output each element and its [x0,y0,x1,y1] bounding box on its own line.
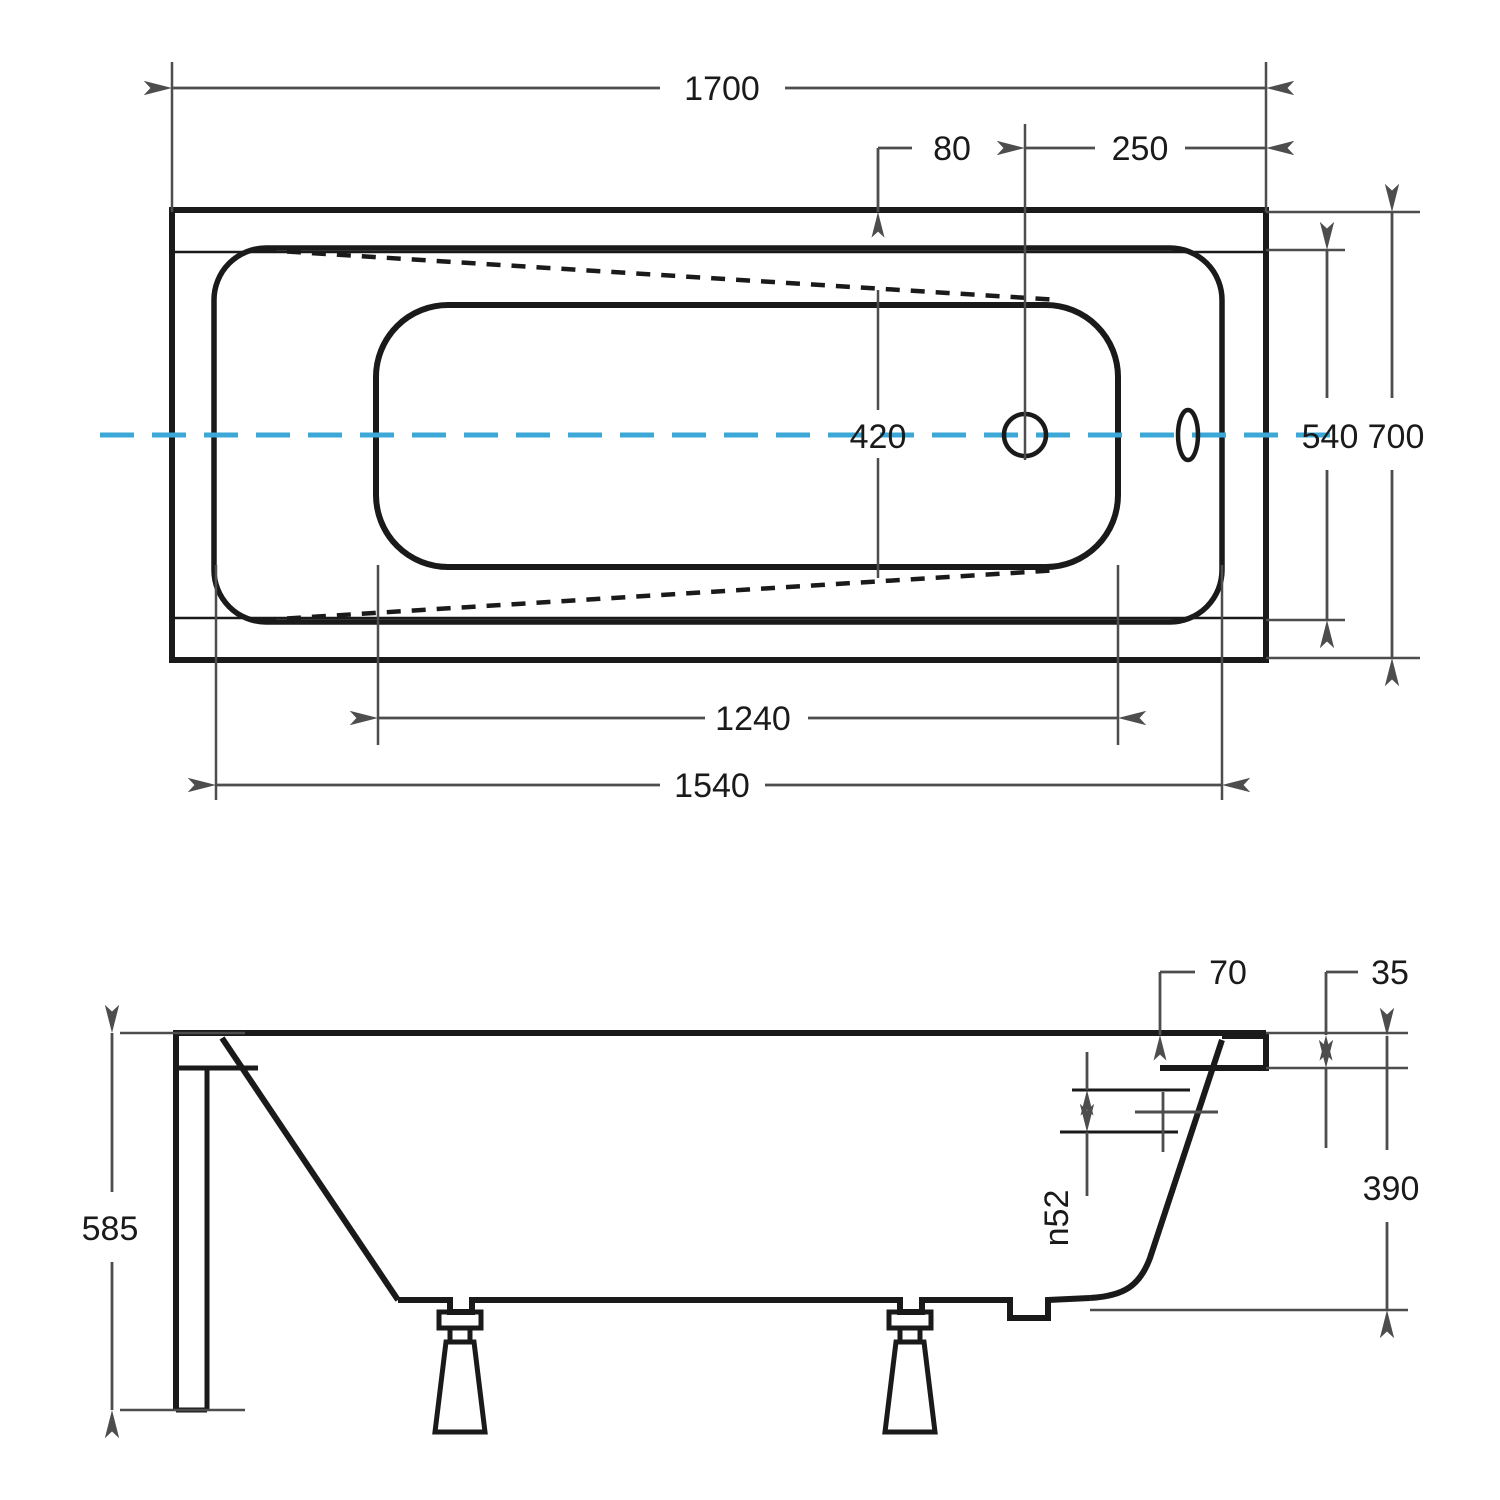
elev-foot-left [432,1309,488,1435]
dim-label-585: 585 [82,1210,139,1248]
dim-420: 420 [850,290,907,578]
elev-left-bowl-wall [219,1036,401,1302]
dim-1700: 1700 [143,62,1295,212]
plan-hidden-taper-top [261,247,1061,303]
dim-label-540: 540 [1302,418,1359,456]
dim-1540: 1540 [187,565,1251,805]
dim-70: 70 [1153,954,1247,1061]
dim-label-390: 390 [1363,1170,1420,1208]
foot-left-base [432,1339,488,1435]
dim-label-35: 35 [1371,954,1409,992]
dim-80: 80 [871,130,971,238]
dim-label-80: 80 [933,130,971,168]
dim-label-1240: 1240 [715,700,791,738]
dim-585: 585 [82,1004,245,1439]
elevation-view: 585 70 35 n52 [82,954,1420,1439]
dim-35: 35 [1319,954,1409,1061]
elev-right-rim-block [1160,1033,1269,1071]
dim-label-700: 700 [1368,418,1425,456]
dim-390: 390 [1090,1007,1420,1339]
foot-right-base [882,1339,938,1435]
dim-label-1540: 1540 [674,767,750,805]
elev-right-bowl-wall [1089,1039,1225,1301]
dim-label-250: 250 [1112,130,1169,168]
elev-foot-right [882,1309,938,1435]
dim-label-1700: 1700 [684,70,760,108]
dim-250: 250 [996,124,1295,460]
dim-label-n52: n52 [1038,1190,1076,1247]
plan-hidden-taper-bottom [261,567,1061,623]
dim-1240: 1240 [349,565,1147,745]
dim-540: 540 [1266,221,1359,649]
overflow-oval-icon [1175,407,1201,463]
dim-label-70: 70 [1209,954,1247,992]
dim-n52: n52 [1038,1052,1218,1246]
dim-label-420: 420 [850,418,907,456]
plan-view: 1700 80 250 420 540 [100,62,1424,805]
dim-700: 700 [1266,183,1425,687]
